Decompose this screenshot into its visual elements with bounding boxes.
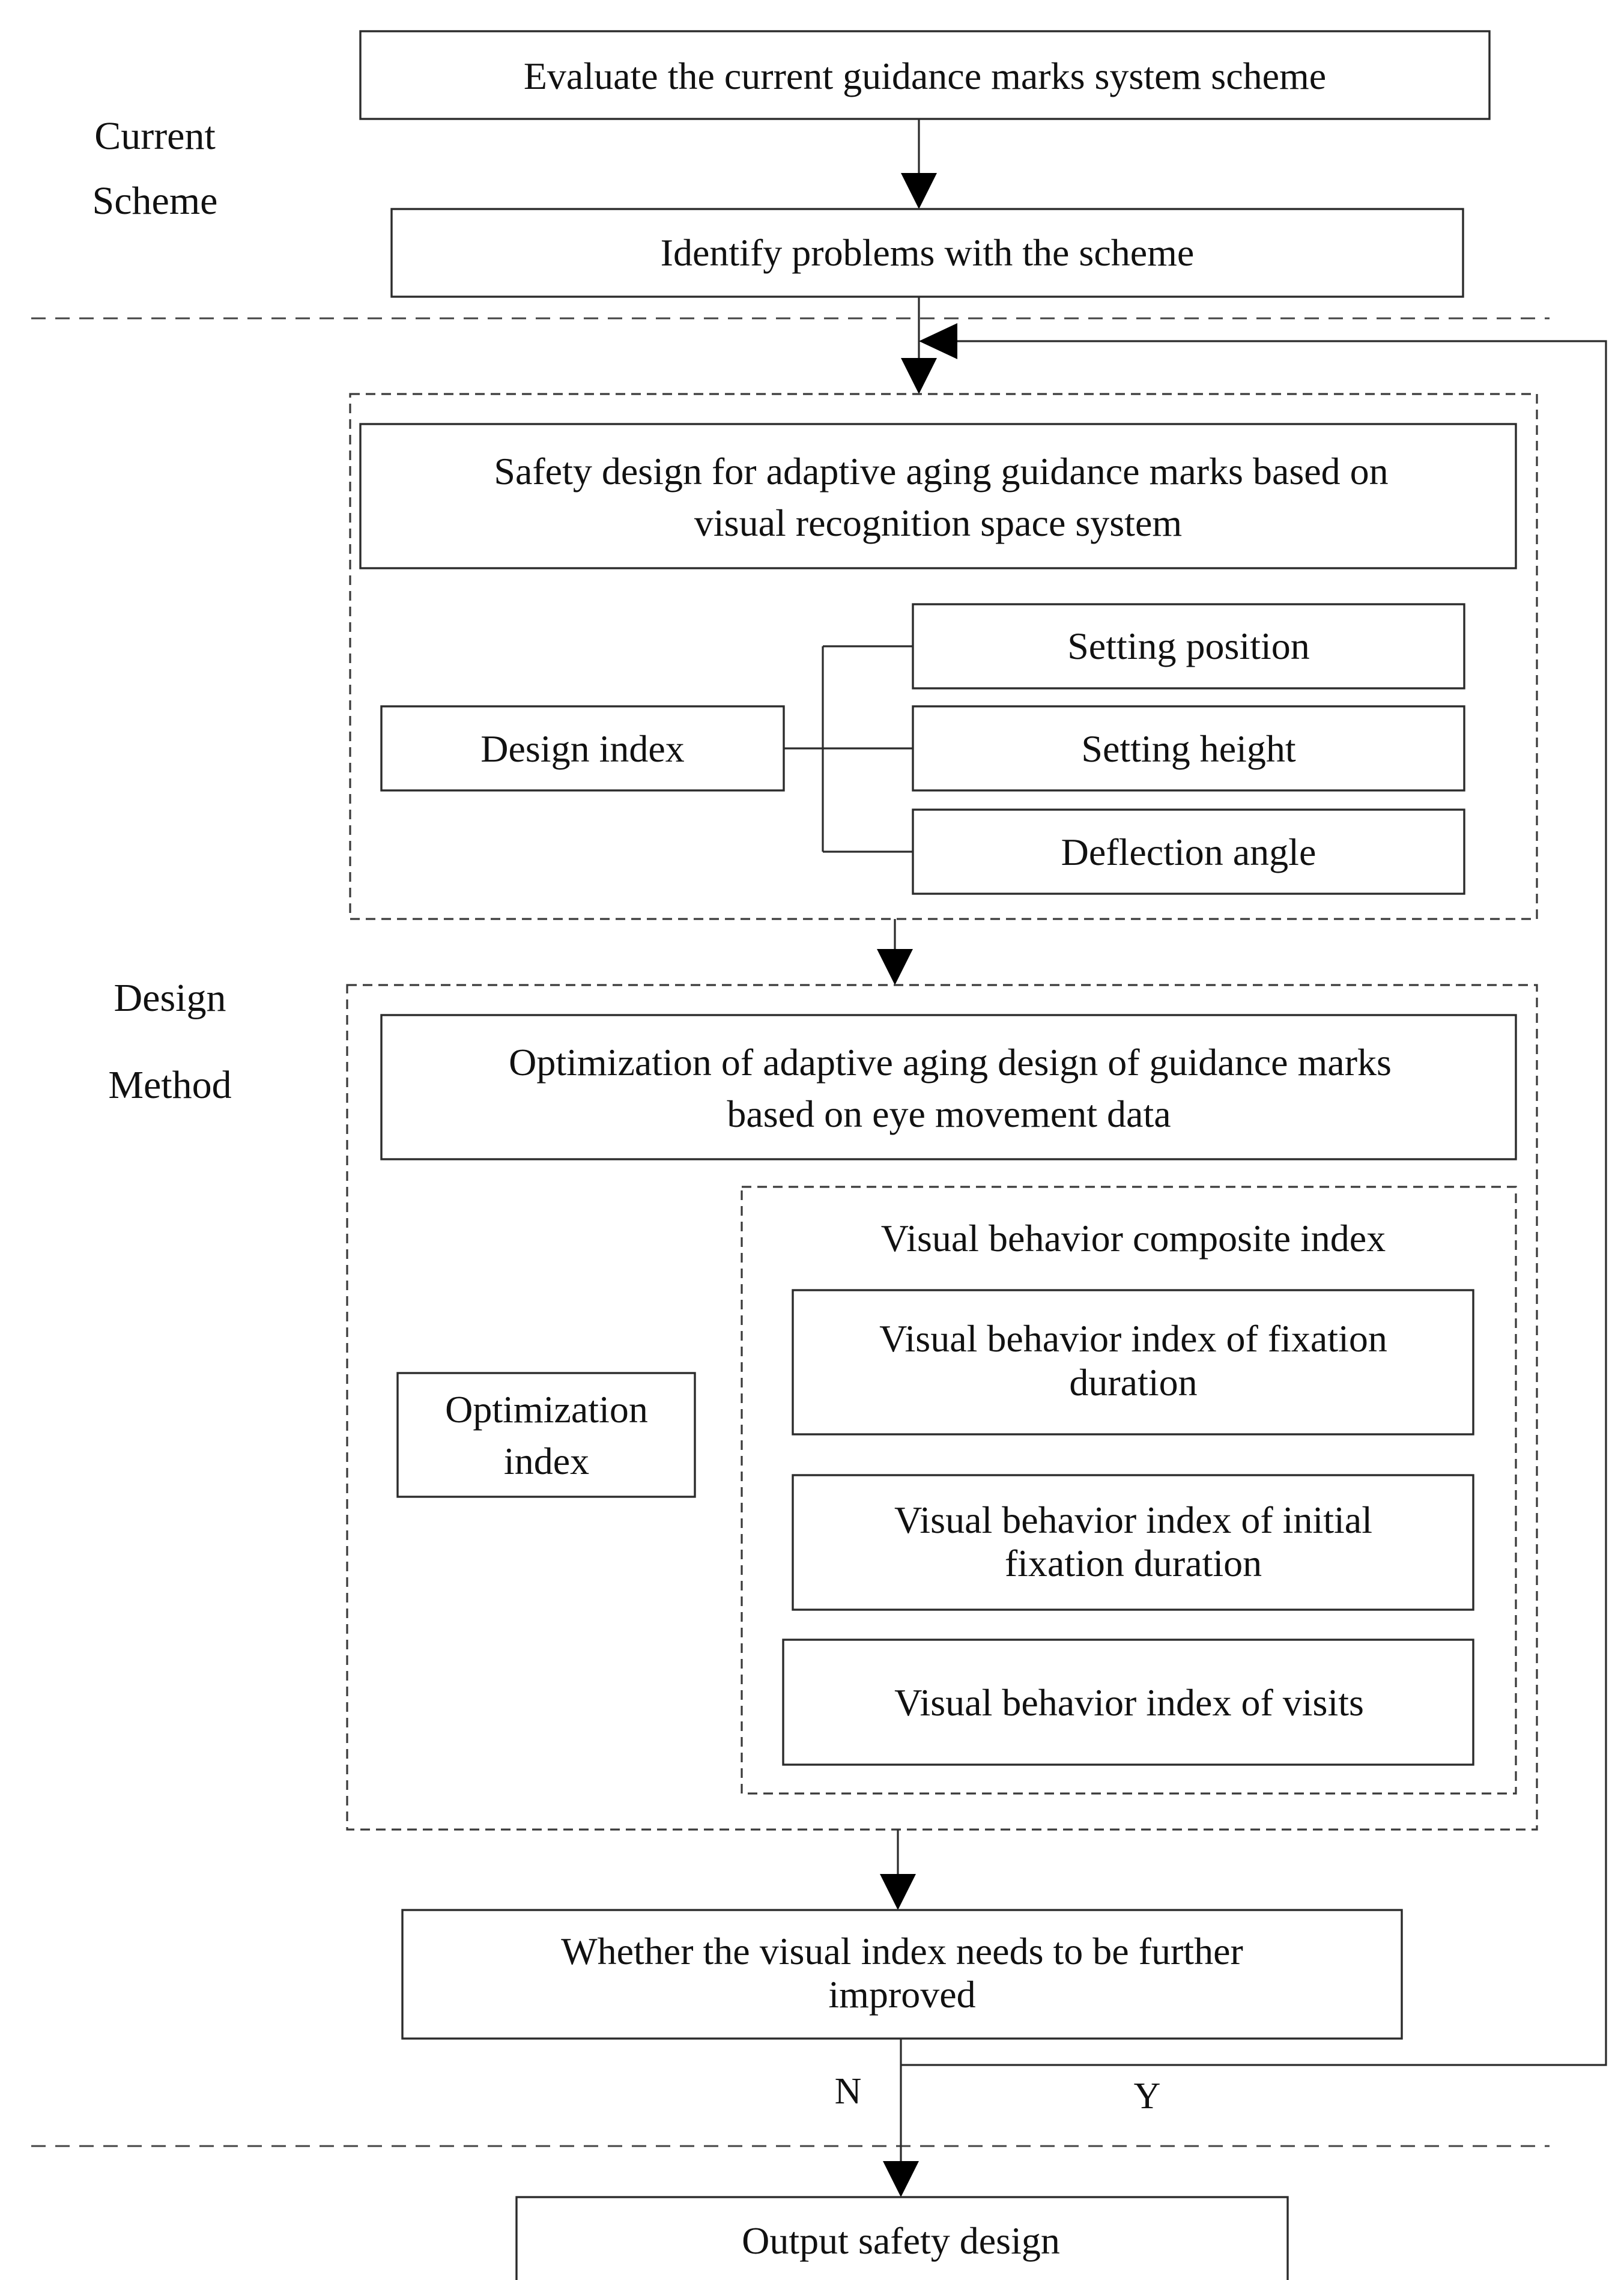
fixation-duration-label-line-2: duration (1069, 1361, 1197, 1404)
arrowhead-optimization-group (877, 949, 913, 985)
section-label-design-line-2: Method (108, 1063, 231, 1107)
setting-position-label: Setting position (1067, 625, 1310, 667)
optimization-design-box: Optimization of adaptive aging design of… (380, 1014, 1517, 1160)
arrowhead-identify (901, 173, 937, 209)
deflection-angle-box: Deflection angle (912, 808, 1465, 895)
output-box: Output safety design (515, 2196, 1289, 2280)
section-label-current-line-1: Current (94, 114, 216, 158)
composite-index-group (741, 1186, 1517, 1795)
safety-design-box: Safety design for adaptive aging guidanc… (359, 423, 1517, 569)
safety-design-label-line-1: Safety design for adaptive aging guidanc… (494, 450, 1388, 493)
arrowhead-output (883, 2161, 919, 2197)
setting-height-box: Setting height (912, 705, 1465, 792)
optimization-design-label-line-1: Optimization of adaptive aging design of… (509, 1041, 1392, 1084)
arrowhead-decision (880, 1874, 916, 1910)
setting-position-box: Setting position (912, 603, 1465, 690)
safety-design-group (349, 393, 1538, 920)
decision-label-line-2: improved (828, 1973, 975, 2016)
optimization-design-label-line-2: based on eye movement data (727, 1093, 1171, 1135)
optimization-index-label-line-1: Optimization (445, 1388, 648, 1431)
section-label-design-line-1: Design (114, 976, 226, 1020)
output-label: Output safety design (742, 2219, 1060, 2262)
feedback-loop-line (901, 340, 1607, 2066)
optimization-index-label-line-2: index (504, 1440, 589, 1482)
initial-fixation-duration-label-line-1: Visual behavior index of initial (894, 1499, 1372, 1541)
deflection-angle-label: Deflection angle (1061, 831, 1316, 873)
decision-label-line-1: Whether the visual index needs to be fur… (561, 1930, 1243, 1972)
visits-label: Visual behavior index of visits (894, 1681, 1364, 1724)
optimization-design-group (346, 984, 1538, 1831)
feedback-loop-arrowhead (919, 323, 957, 359)
branch-label-no: N (835, 2071, 862, 2112)
identify-label: Identify problems with the scheme (661, 231, 1195, 274)
composite-index-title: Visual behavior composite index (881, 1217, 1386, 1260)
design-index-box: Design index (380, 705, 785, 792)
visits-box: Visual behavior index of visits (782, 1639, 1474, 1766)
arrowhead-safety-group (901, 358, 937, 394)
optimization-index-box: Optimization index (396, 1372, 696, 1498)
design-index-label: Design index (480, 727, 685, 770)
evaluate-label: Evaluate the current guidance marks syst… (524, 55, 1326, 97)
evaluate-box: Evaluate the current guidance marks syst… (359, 30, 1491, 120)
identify-box: Identify problems with the scheme (390, 208, 1464, 298)
safety-design-label-line-2: visual recognition space system (694, 502, 1182, 544)
decision-box: Whether the visual index needs to be fur… (401, 1909, 1403, 2040)
section-label-current-line-2: Scheme (92, 179, 218, 223)
initial-fixation-duration-label-line-2: fixation duration (1005, 1542, 1262, 1584)
fixation-duration-label-line-1: Visual behavior index of fixation (879, 1317, 1387, 1360)
setting-height-label: Setting height (1081, 727, 1296, 770)
branch-label-yes: Y (1134, 2076, 1161, 2117)
fixation-duration-box: Visual behavior index of fixation durati… (792, 1289, 1474, 1436)
initial-fixation-duration-box: Visual behavior index of initial fixatio… (792, 1474, 1474, 1611)
